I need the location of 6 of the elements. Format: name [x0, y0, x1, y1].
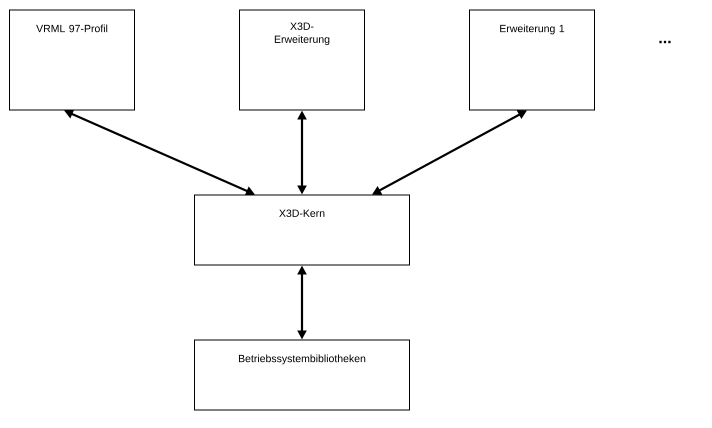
- box: X3D-Erweiterung: [239, 10, 365, 110]
- box: Erweiterung 1: [469, 10, 595, 110]
- ellipsis: ...: [659, 40, 671, 44]
- box: Betriebssystembibliotheken: [194, 340, 410, 410]
- box: X3D-Kern: [194, 194, 410, 266]
- box: VRML 97-Profil: [9, 10, 135, 110]
